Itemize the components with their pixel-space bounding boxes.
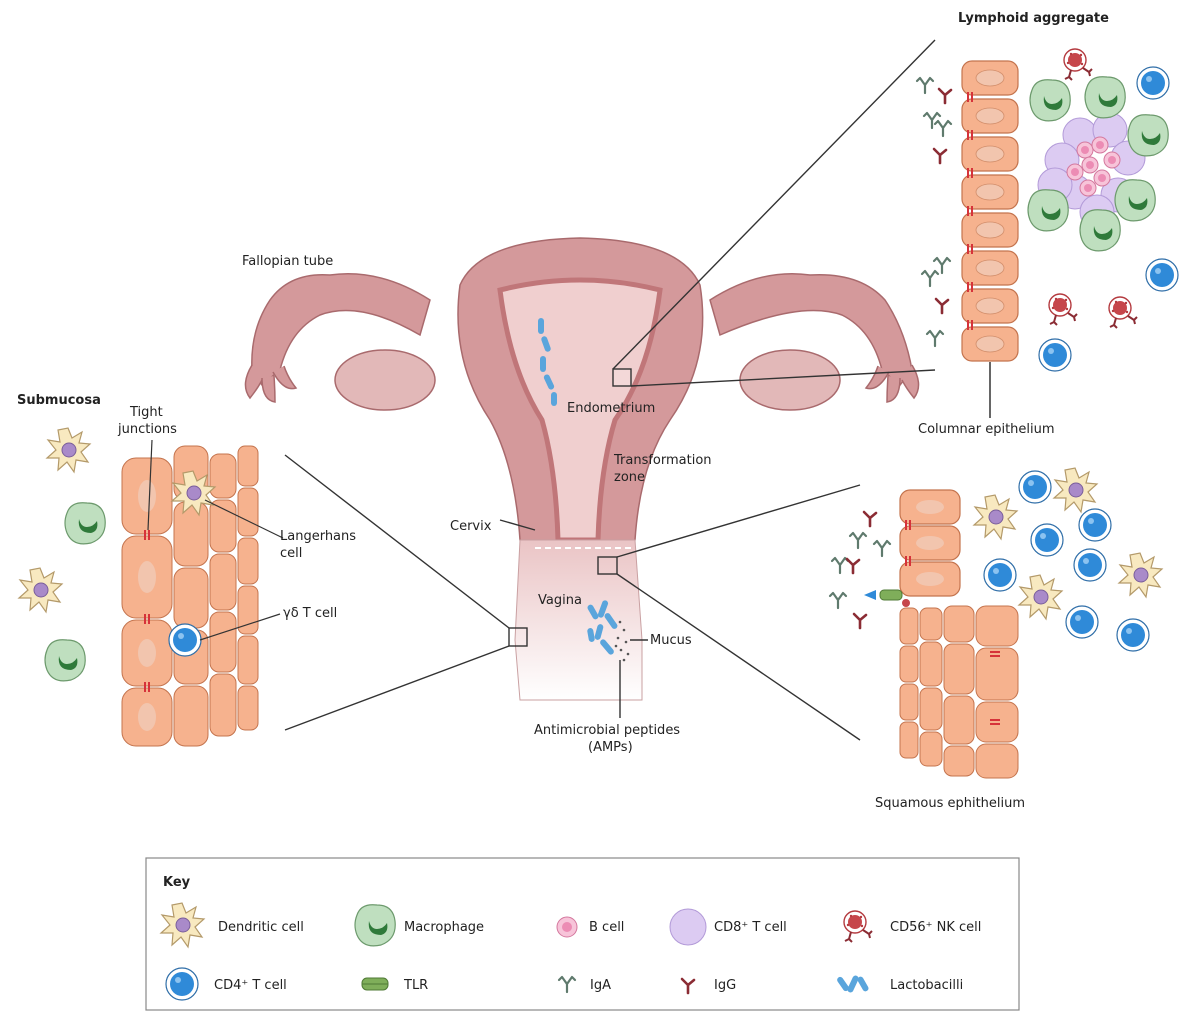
key-label-lactobacilli: Lactobacilli — [890, 978, 963, 993]
key-label-igg: IgG — [714, 978, 736, 993]
key-label-nk-cell: CD56⁺ NK cell — [890, 920, 981, 935]
uterus — [245, 238, 918, 700]
lymphoid-aggregate-label: Lymphoid aggregate — [958, 11, 1109, 26]
tight-junctions-label-1: Tight — [129, 405, 163, 420]
key-label-tlr: TLR — [403, 978, 428, 993]
key-label-b-cell: B cell — [589, 920, 624, 935]
submucosa-label: Submucosa — [17, 393, 101, 408]
cd4-t-cell-icon — [166, 968, 198, 1000]
amps-label-1: Antimicrobial peptides — [534, 723, 680, 738]
transformation-zone-label-1: Transformation — [613, 453, 712, 468]
vagina — [515, 540, 642, 700]
columnar-antibodies — [917, 78, 951, 346]
cd8-t-cell-icon — [670, 909, 706, 945]
key-label-iga: IgA — [590, 978, 611, 993]
vaginal-epithelium-panel — [19, 428, 283, 746]
key-label-dendritic-cell: Dendritic cell — [218, 920, 304, 935]
macrophage-icon — [355, 905, 395, 946]
columnar-epithelium-label: Columnar epithelium — [918, 422, 1055, 437]
gd-t-cell-label: γδ T cell — [283, 606, 337, 621]
mucus-label: Mucus — [650, 633, 692, 648]
transformation-zone-panel — [830, 468, 1162, 778]
key-label-cd4-t-cell: CD4⁺ T cell — [214, 978, 287, 993]
left-ovary — [335, 350, 435, 410]
tight-junctions-label-2: junctions — [117, 422, 177, 437]
key-label-cd8-t-cell: CD8⁺ T cell — [714, 920, 787, 935]
lymphoid-aggregate-cluster — [1028, 49, 1178, 371]
squamous-cells — [900, 606, 1018, 778]
vagina-label: Vagina — [538, 593, 582, 608]
columnar-cells — [962, 61, 1018, 361]
tlr-icon — [362, 978, 388, 990]
cervix-label: Cervix — [450, 519, 492, 534]
submucosa-cells — [19, 428, 105, 681]
langerhans-label-1: Langerhans — [280, 529, 356, 544]
columnar-cells-tz — [900, 490, 960, 596]
transformation-zone-label-2: zone — [614, 470, 645, 485]
fallopian-tube-label: Fallopian tube — [242, 254, 333, 269]
squamous-epithelium-label: Squamous ephithelium — [875, 796, 1025, 811]
key-title: Key — [163, 875, 191, 890]
amps-label-2: (AMPs) — [588, 740, 633, 755]
b-cell-icon — [557, 917, 577, 937]
legend-key: Key Dendritic cell Macrophage B cell CD8… — [146, 858, 1019, 1010]
tz-antibodies — [830, 512, 890, 628]
gd-t-cell — [169, 624, 201, 656]
langerhans-label-2: cell — [280, 546, 302, 561]
key-label-macrophage: Macrophage — [404, 920, 484, 935]
columnar-epithelium-panel — [917, 49, 1178, 418]
endometrium-label: Endometrium — [567, 401, 655, 416]
